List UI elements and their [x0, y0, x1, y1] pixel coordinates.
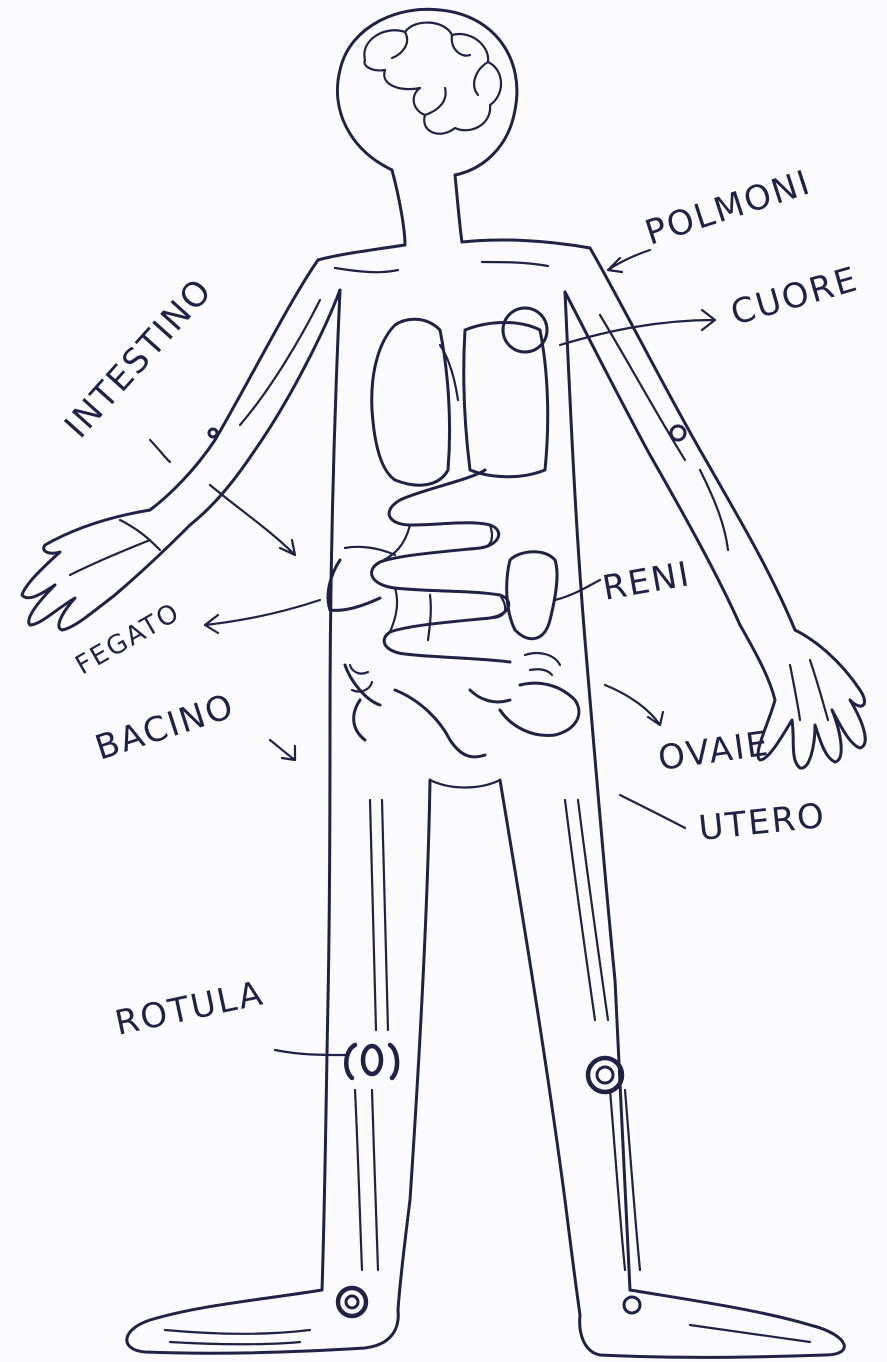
pointer-lines [150, 250, 715, 1055]
label-cuore: CUORE [726, 259, 862, 333]
liver [328, 547, 395, 611]
intestine [372, 470, 510, 662]
label-polmoni: POLMONI [640, 162, 816, 253]
label-utero: UTERO [697, 796, 828, 849]
label-ovaie: OVAIE [656, 724, 773, 779]
left-kneecap [346, 1045, 397, 1078]
ankle-joints [209, 426, 685, 1316]
leg-bones [355, 800, 640, 1270]
label-fegato: FEGATO [71, 597, 186, 681]
label-rotula: ROTULA [112, 973, 268, 1044]
label-intestino: INTESTINO [57, 270, 221, 446]
pelvis [345, 653, 579, 757]
label-bacino: BACINO [90, 686, 239, 769]
head [337, 9, 516, 175]
kidneys [507, 552, 557, 639]
label-reni: RENI [600, 554, 694, 609]
right-kneecap [588, 1058, 622, 1092]
brain [364, 23, 501, 134]
lungs [372, 319, 548, 485]
